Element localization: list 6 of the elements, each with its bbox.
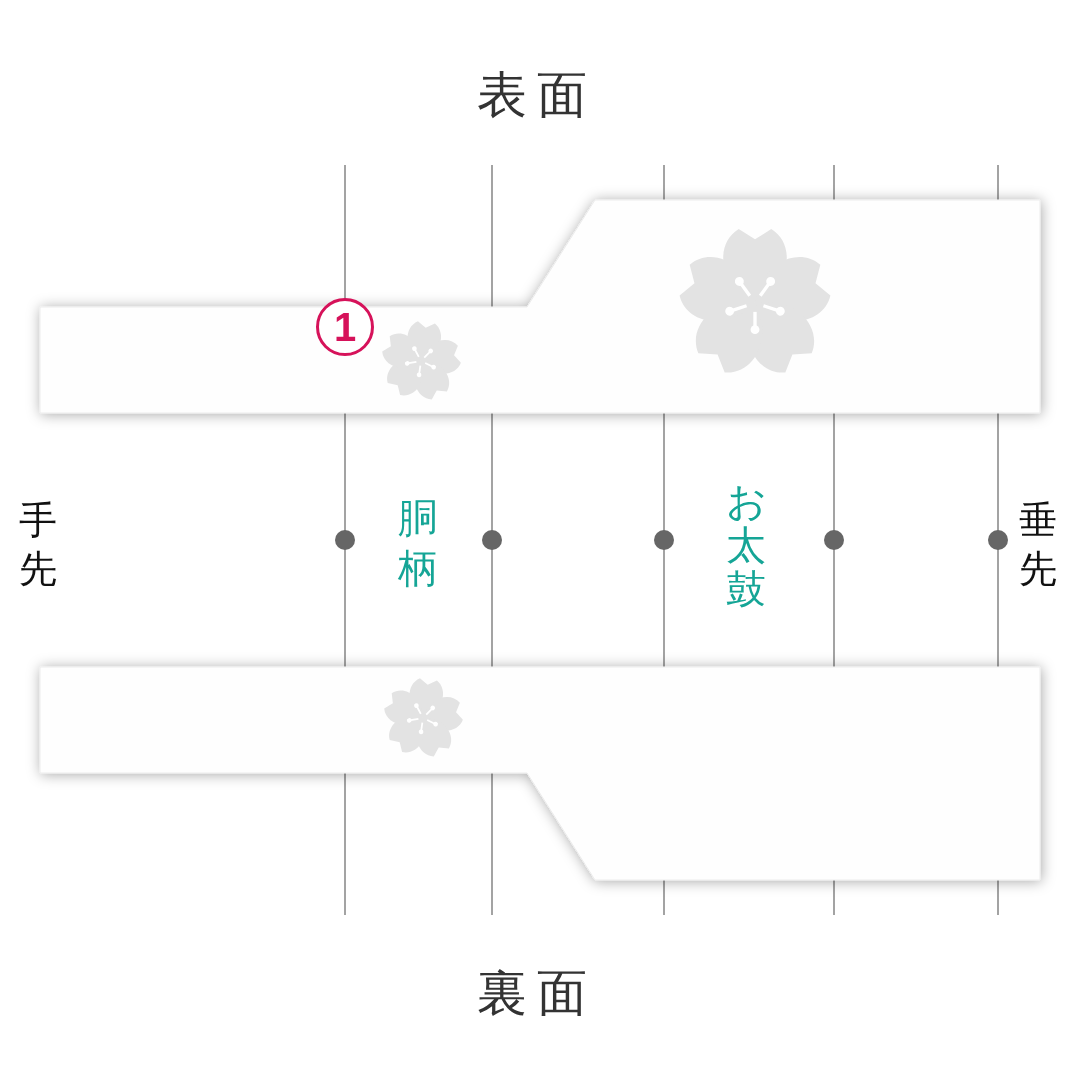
side-heading: 表面 — [477, 70, 597, 120]
end-label: 手先 — [19, 496, 57, 593]
side-heading: 裏面 — [477, 968, 597, 1018]
section-label: お太鼓 — [726, 479, 766, 611]
section-label: 胴柄 — [398, 494, 438, 593]
end-label: 垂先 — [1019, 496, 1057, 593]
